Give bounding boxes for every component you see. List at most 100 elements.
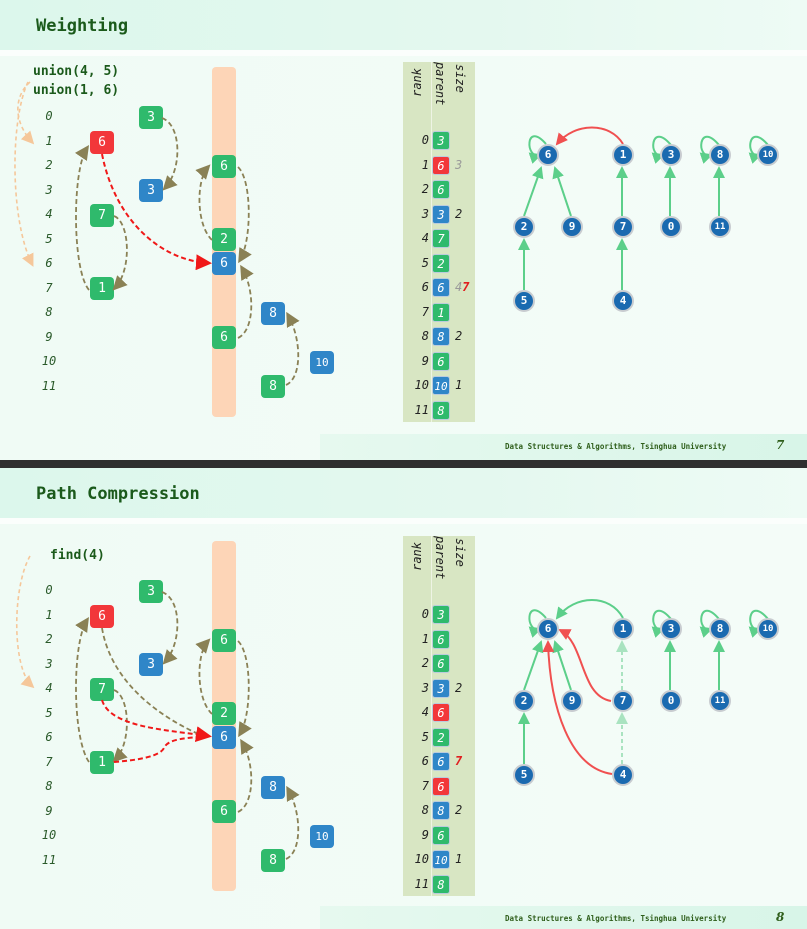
arrow-command-to-1 — [17, 81, 35, 145]
footer-source: Data Structures & Algorithms, Tsinghua U… — [505, 914, 727, 923]
element-box: 3 — [139, 580, 163, 603]
parent-cell: 8 — [432, 327, 450, 346]
tree-node: 7 — [612, 216, 634, 238]
tree-node: 9 — [561, 216, 583, 238]
row-index: 1 — [45, 133, 53, 148]
row-index: 3 — [45, 182, 53, 197]
row-index: 1 — [45, 607, 53, 622]
slide-title: Weighting — [36, 16, 129, 36]
header-parent: parent — [433, 62, 447, 106]
row-index: 8 — [45, 779, 53, 793]
parent-cell: 3 — [432, 131, 450, 150]
rank-cell: 7 — [421, 778, 429, 793]
parent-cell: 7 — [432, 229, 450, 248]
parent-cell: 10 — [432, 850, 450, 869]
row-index: 4 — [45, 207, 53, 221]
parent-cell: 6 — [432, 278, 450, 297]
element-box: 6 — [212, 326, 236, 349]
tree-node: 5 — [513, 290, 535, 312]
title-bar: Path Compression — [0, 468, 807, 518]
command-find-4: find(4) — [50, 548, 105, 563]
header-size: size — [453, 64, 467, 93]
row-index: 5 — [45, 705, 53, 720]
parent-cell: 6 — [432, 703, 450, 722]
element-box: 10 — [310, 351, 334, 374]
tree-node: 6 — [537, 144, 559, 166]
parent-cell: 2 — [432, 253, 450, 273]
row-index: 9 — [45, 803, 53, 818]
slide-title: Path Compression — [36, 484, 200, 504]
row-index: 9 — [45, 329, 53, 344]
size-old: 4 — [455, 280, 463, 294]
parent-cell: 2 — [432, 727, 450, 747]
row-index: 2 — [45, 158, 53, 172]
row-index: 6 — [45, 256, 53, 270]
size-old: 3 — [455, 157, 463, 172]
parent-cell: 8 — [432, 400, 450, 420]
parent-cell: 6 — [432, 180, 450, 199]
size-cell: 1 — [455, 852, 462, 866]
element-box: 3 — [139, 179, 163, 202]
element-box: 6 — [212, 155, 236, 178]
parent-cell: 6 — [432, 752, 450, 771]
rank-cell: 6 — [421, 754, 429, 768]
parent-cell: 3 — [432, 204, 450, 224]
tree-node: 7 — [612, 690, 634, 712]
arrow-command-to-4 — [15, 555, 35, 689]
rank-cell: 11 — [414, 402, 429, 417]
rank-cell: 6 — [421, 280, 429, 294]
size-value: 2 — [455, 680, 463, 695]
element-box: 2 — [212, 702, 236, 725]
size-value: 2 — [455, 329, 463, 343]
parent-cell: 6 — [432, 654, 450, 673]
title-bar: Weighting — [0, 0, 807, 50]
element-box: 1 — [90, 751, 114, 774]
row-index: 6 — [45, 730, 53, 744]
rank-cell: 2 — [421, 182, 429, 196]
rank-cell: 4 — [421, 231, 429, 245]
size-value: 2 — [455, 803, 463, 817]
rank-cell: 10 — [414, 852, 429, 866]
header-size: size — [453, 538, 467, 567]
tree-node: 0 — [660, 690, 682, 712]
tree-node: 10 — [757, 144, 779, 166]
size-cell: 47 — [455, 280, 469, 294]
size-cell: 2 — [455, 329, 462, 343]
tree-node: 9 — [561, 690, 583, 712]
header-rank: rank — [410, 542, 424, 571]
rank-cell: 10 — [414, 378, 429, 392]
footer: Data Structures & Algorithms, Tsinghua U… — [320, 906, 807, 929]
title-divider — [0, 50, 807, 56]
element-box: 6 — [212, 252, 236, 275]
rank-cell: 1 — [421, 631, 429, 646]
element-box: 7 — [90, 204, 114, 227]
parent-cell: 6 — [432, 776, 450, 796]
element-box: 6 — [212, 726, 236, 749]
row-index: 4 — [45, 681, 53, 695]
rank-cell: 8 — [421, 803, 429, 817]
element-box: 8 — [261, 849, 285, 872]
element-box: 1 — [90, 277, 114, 300]
rank-cell: 0 — [421, 133, 429, 147]
rank-cell: 3 — [421, 206, 429, 221]
parent-cell: 1 — [432, 302, 450, 322]
parent-cell: 6 — [432, 351, 450, 371]
rank-cell: 4 — [421, 705, 429, 719]
rank-cell: 3 — [421, 680, 429, 695]
tree-node: 3 — [660, 144, 682, 166]
parent-cell: 8 — [432, 801, 450, 820]
parent-cell: 3 — [432, 678, 450, 698]
